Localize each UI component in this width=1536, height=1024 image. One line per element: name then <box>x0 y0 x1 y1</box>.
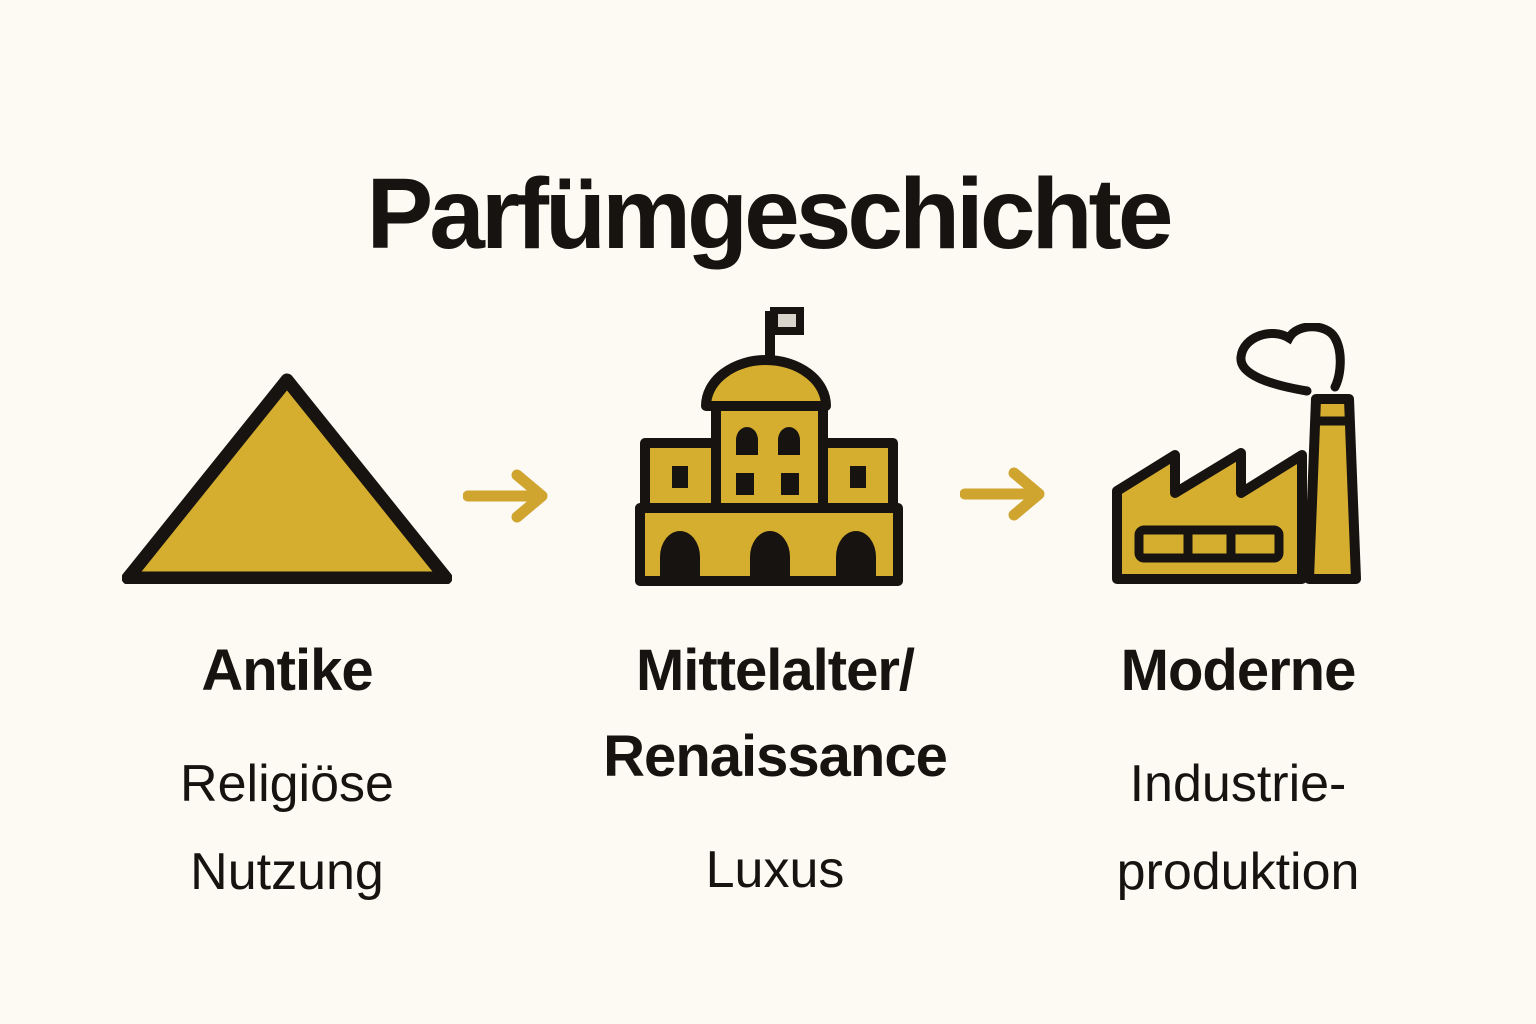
stage-subtitle-line: produktion <box>1116 843 1360 901</box>
stage-antike: Antike Religiöse Nutzung <box>77 628 497 916</box>
palace-icon-svg <box>635 307 903 586</box>
palace-icon <box>635 303 903 586</box>
pyramid-icon <box>122 372 452 584</box>
stage-subtitle: Industrie- produktion <box>1033 740 1443 916</box>
arrow-right-icon <box>463 468 563 524</box>
stage-subtitle: Religiöse Nutzung <box>77 740 497 916</box>
factory-icon <box>1111 323 1361 585</box>
arrow-right-icon <box>960 466 1060 522</box>
factory-icon-svg <box>1112 323 1361 584</box>
arrow-right-icon-svg <box>463 469 548 523</box>
pyramid-icon-svg <box>122 373 452 584</box>
stage-heading: Antike <box>77 628 497 714</box>
smoke-icon <box>1236 323 1345 396</box>
stage-mittelalter-renaissance: Mittelalter/ Renaissance Luxus <box>565 628 985 914</box>
stage-heading: Mittelalter/ Renaissance <box>565 628 985 800</box>
stage-heading-line: Antike <box>201 638 373 703</box>
stage-subtitle-line: Nutzung <box>190 843 384 901</box>
stage-subtitle: Luxus <box>565 826 985 914</box>
stage-moderne: Moderne Industrie- produktion <box>1033 628 1443 916</box>
stage-heading-line: Moderne <box>1120 638 1357 703</box>
stage-heading: Moderne <box>1033 628 1443 714</box>
stage-subtitle-line: Luxus <box>705 841 845 899</box>
stage-heading-line: Mittelalter/ <box>635 638 915 703</box>
stage-subtitle-line: Industrie- <box>1129 755 1347 813</box>
chimney <box>1304 394 1361 584</box>
stage-subtitle-line: Religiöse <box>180 755 394 813</box>
stage-heading-line: Renaissance <box>603 724 948 789</box>
arrow-right-icon-svg <box>960 467 1045 521</box>
page-title: Parfümgeschichte <box>366 158 1174 270</box>
